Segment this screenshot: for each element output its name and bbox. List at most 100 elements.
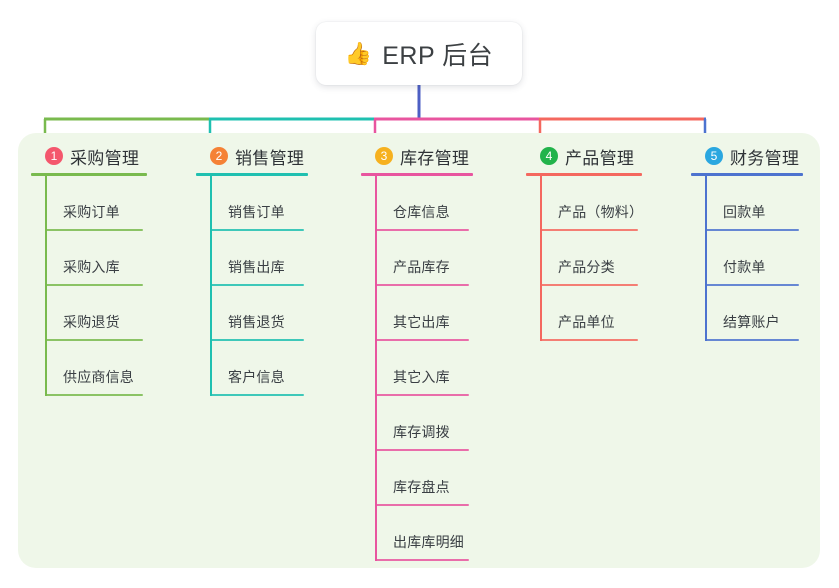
branch-item-label: 回款单 [723, 204, 766, 220]
branch-item-rule [210, 339, 304, 341]
branch-item-rule [540, 339, 638, 341]
branch-header-rule [526, 173, 642, 176]
branch-item[interactable]: 采购订单 [45, 176, 183, 231]
branch-item-label: 库存调拨 [393, 424, 450, 440]
branch-item[interactable]: 出库库明细 [375, 506, 509, 561]
branch-item-list: 产品（物料） 产品分类产品单位 [526, 176, 678, 341]
branch-number-badge: 3 [375, 147, 393, 165]
branch-item-label: 库存盘点 [393, 479, 450, 495]
branch-item-rule [375, 284, 469, 286]
root-node-label: ERP 后台 [382, 41, 494, 70]
branch-item-list: 采购订单采购入库采购退货供应商信息 [31, 176, 183, 396]
branch-spine [210, 176, 212, 396]
branch-item[interactable]: 库存调拨 [375, 396, 509, 451]
branch-item-label: 其它出库 [393, 314, 450, 330]
branch-number-badge: 5 [705, 147, 723, 165]
branch-item-label: 采购入库 [63, 259, 120, 275]
branch-item-label: 出库库明细 [393, 534, 464, 550]
branch-spine [540, 176, 542, 341]
branch-item-rule [375, 449, 469, 451]
branch-item-list: 销售订单销售出库销售退货客户信息 [196, 176, 344, 396]
branch-spine [375, 176, 377, 561]
branch-item-label: 供应商信息 [63, 369, 134, 385]
branch-item-rule [705, 339, 799, 341]
branch-item-label: 销售订单 [228, 204, 285, 220]
branch-item-label: 产品库存 [393, 259, 450, 275]
branch-item[interactable]: 产品分类 [540, 231, 678, 286]
branch-header-rule [691, 173, 803, 176]
branch-header-rule [31, 173, 147, 176]
thumbs-up-icon: 👍 [344, 40, 373, 66]
branches-panel [18, 133, 820, 568]
branch-item-label: 采购订单 [63, 204, 120, 220]
branch-item-label: 销售出库 [228, 259, 285, 275]
branch-item-rule [45, 284, 143, 286]
branch-item[interactable]: 销售订单 [210, 176, 344, 231]
branch-item-label: 结算账户 [723, 314, 780, 330]
branch-item-label: 客户信息 [228, 369, 285, 385]
branch-item-rule [45, 394, 143, 396]
branch-item-rule [375, 559, 469, 561]
branch-column-2: 2 销售管理销售订单销售出库销售退货客户信息 [196, 143, 344, 396]
branch-item[interactable]: 供应商信息 [45, 341, 183, 396]
branch-item-label: 产品（物料） [558, 204, 644, 220]
branch-item[interactable]: 仓库信息 [375, 176, 509, 231]
branch-item-rule [45, 339, 143, 341]
root-node[interactable]: 👍 ERP 后台 [316, 22, 522, 85]
branch-item-list: 回款单付款单结算账户 [691, 176, 839, 341]
branch-item-label: 销售退货 [228, 314, 285, 330]
branch-item-rule [705, 229, 799, 231]
branch-item-rule [210, 284, 304, 286]
branch-header-rule [361, 173, 473, 176]
branch-item[interactable]: 采购退货 [45, 286, 183, 341]
branch-item[interactable]: 回款单 [705, 176, 839, 231]
branch-spine [45, 176, 47, 396]
branch-spine [705, 176, 707, 341]
branch-item-label: 仓库信息 [393, 204, 450, 220]
branch-title: 产品管理 [565, 148, 635, 168]
branch-item[interactable]: 产品单位 [540, 286, 678, 341]
branch-title: 库存管理 [400, 148, 470, 168]
branch-item-rule [210, 229, 304, 231]
branch-header-2[interactable]: 2 销售管理 [196, 143, 344, 169]
branch-item-label: 其它入库 [393, 369, 450, 385]
branch-item-list: 仓库信息产品库存其它出库其它入库库存调拨库存盘点出库库明细 [361, 176, 509, 561]
branch-item[interactable]: 销售退货 [210, 286, 344, 341]
branch-item[interactable]: 其它出库 [375, 286, 509, 341]
branch-item[interactable]: 产品库存 [375, 231, 509, 286]
branch-header-3[interactable]: 3 库存管理 [361, 143, 509, 169]
branch-header-rule [196, 173, 308, 176]
branch-item[interactable]: 客户信息 [210, 341, 344, 396]
branch-title: 销售管理 [235, 148, 305, 168]
branch-item-rule [705, 284, 799, 286]
branch-item-label: 付款单 [723, 259, 766, 275]
branch-number-badge: 1 [45, 147, 63, 165]
branch-item[interactable]: 库存盘点 [375, 451, 509, 506]
branch-item[interactable]: 产品（物料） [540, 176, 678, 231]
branch-item-label: 产品单位 [558, 314, 615, 330]
branch-item-rule [540, 284, 638, 286]
branch-item[interactable]: 结算账户 [705, 286, 839, 341]
branch-item-rule [375, 394, 469, 396]
branch-item-rule [45, 229, 143, 231]
branch-item-label: 采购退货 [63, 314, 120, 330]
branch-item[interactable]: 销售出库 [210, 231, 344, 286]
branch-number-badge: 2 [210, 147, 228, 165]
branch-column-3: 3 库存管理仓库信息产品库存其它出库其它入库库存调拨库存盘点出库库明细 [361, 143, 509, 561]
root-node-content: 👍 ERP 后台 [345, 36, 493, 72]
branch-item-rule [375, 339, 469, 341]
branch-item-rule [540, 229, 638, 231]
branch-item[interactable]: 付款单 [705, 231, 839, 286]
branch-item-rule [210, 394, 304, 396]
branch-item[interactable]: 采购入库 [45, 231, 183, 286]
branch-item-rule [375, 504, 469, 506]
branch-item[interactable]: 其它入库 [375, 341, 509, 396]
branch-item-label: 产品分类 [558, 259, 615, 275]
